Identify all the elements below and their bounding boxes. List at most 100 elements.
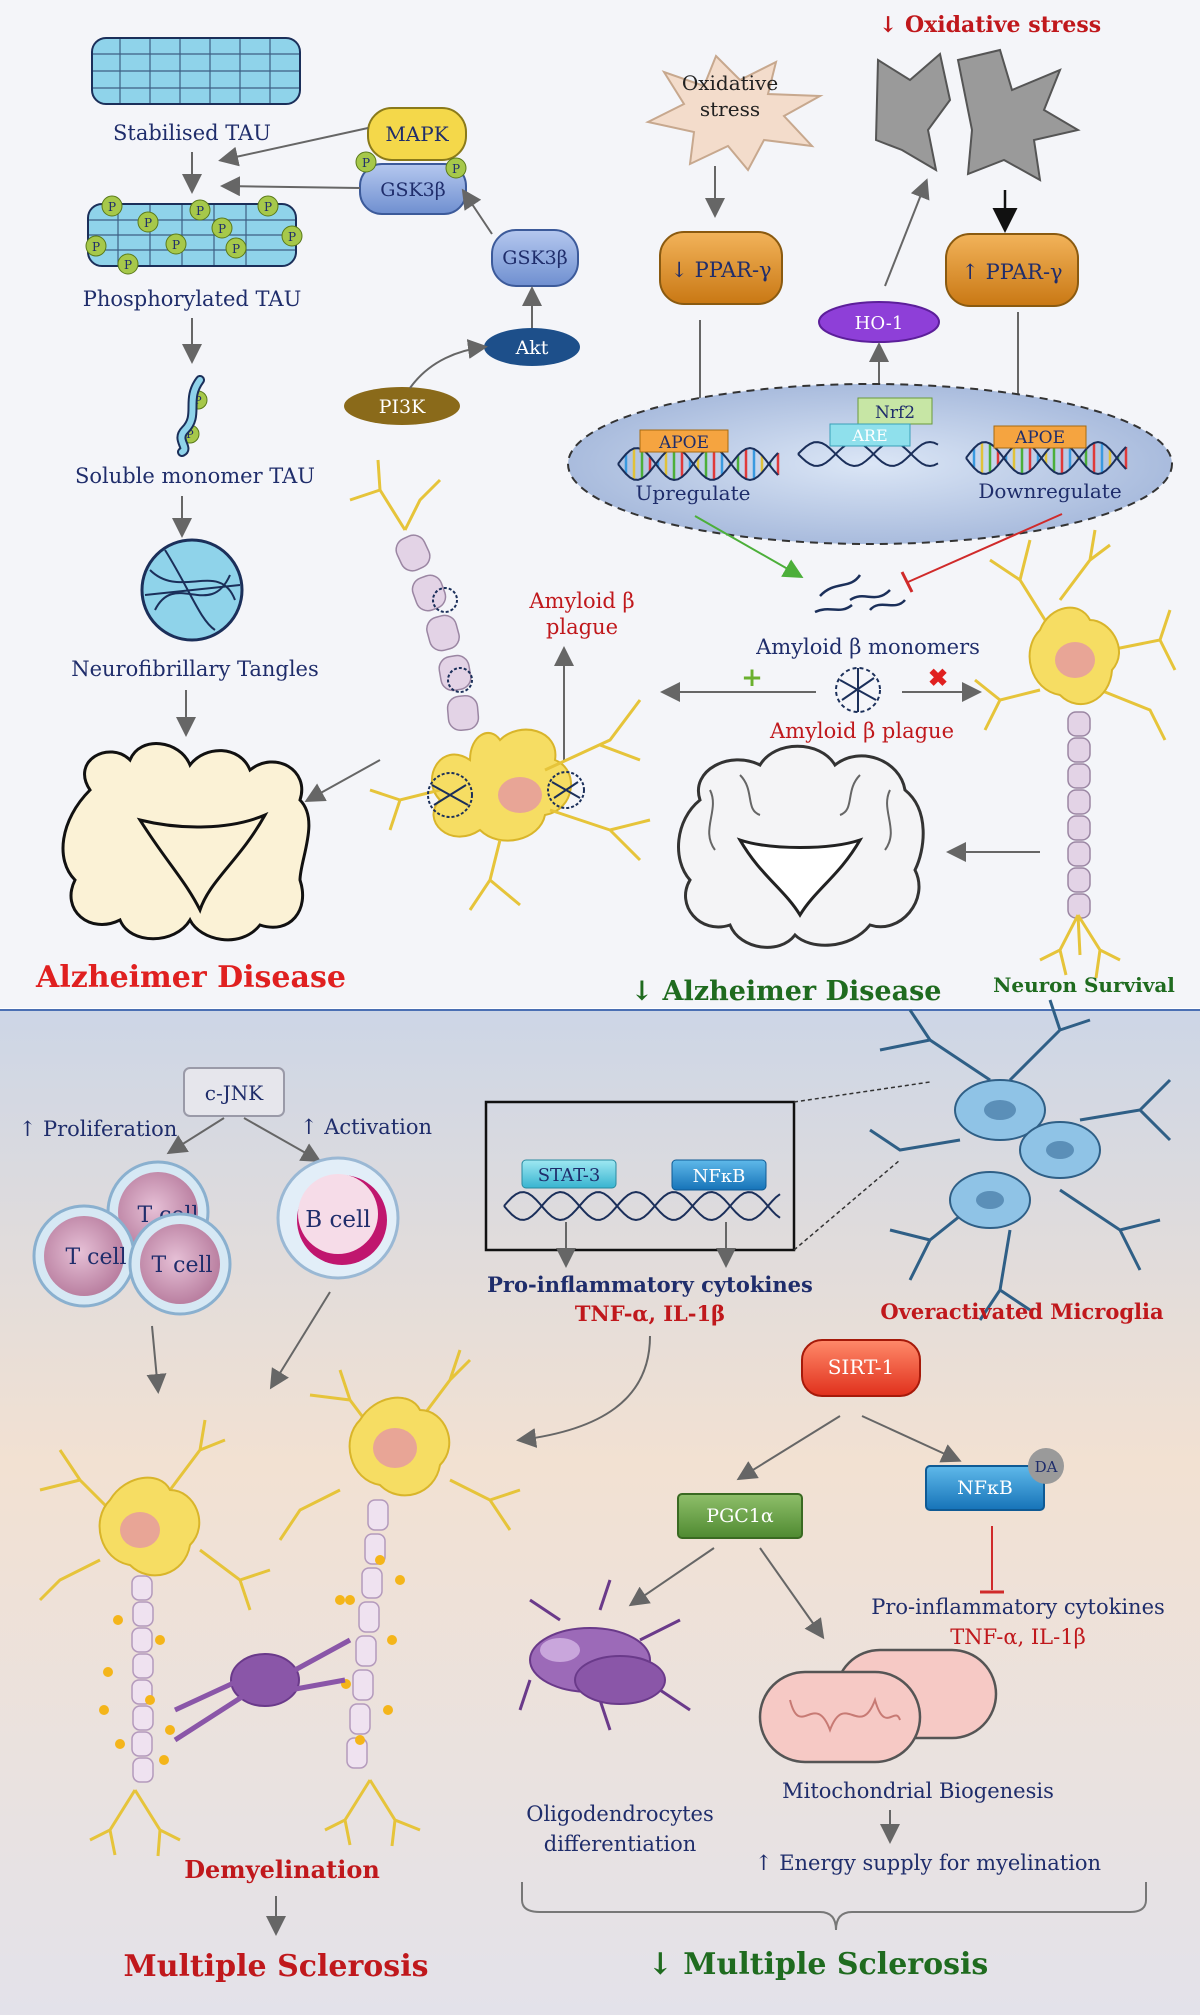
sirt1-pill [801, 1339, 921, 1397]
p-label: P [186, 428, 194, 441]
oligo-label: Oligodendrocytes differentiation [526, 1802, 714, 1856]
p-dot [225, 237, 247, 259]
oligodendrocyte-icon [518, 1579, 691, 1731]
nfkb-label-2: NFκB [957, 1477, 1013, 1499]
cjnk-label: c-JNK [205, 1081, 264, 1105]
p-dot [211, 217, 233, 239]
p-label: P [288, 230, 296, 244]
cjnk-box [183, 1067, 285, 1117]
downregulate-label: Downregulate [978, 479, 1121, 503]
pgc1a-pill [677, 1493, 803, 1539]
p-dot [189, 199, 211, 221]
apoe-box-right [993, 425, 1087, 449]
p-dot [117, 253, 139, 275]
dna-helix-left [617, 446, 780, 482]
ms-label: Multiple Sclerosis [124, 1949, 429, 1984]
alzheimer-down-label: ↓ Alzheimer Disease [631, 976, 942, 1007]
proinflam-label: Pro-inflammatory cytokines [487, 1272, 813, 1297]
healthy-neuron-icon [974, 529, 1177, 979]
akt-label: Akt [515, 337, 549, 359]
oxidative-stress-burst [645, 54, 824, 172]
oxidative-stress-down-label: ↓ Oxidative stress [879, 12, 1101, 38]
are-box [829, 423, 911, 447]
proinflam2-label: Pro-inflammatory cytokines [871, 1595, 1165, 1619]
bcell-label: B cell [305, 1207, 370, 1233]
p-dot [101, 195, 123, 217]
stat3-label: STAT-3 [538, 1165, 601, 1186]
bracket [521, 1882, 1147, 1931]
phosphorylated-tau-label: Phosphorylated TAU [83, 287, 302, 311]
pi3k-pill [344, 387, 460, 425]
ppar-down-pill [659, 231, 783, 305]
p-dot [85, 235, 107, 257]
p-dot [281, 225, 303, 247]
diseased-neuron-icon [349, 459, 651, 911]
mito-label: Mitochondrial Biogenesis [782, 1779, 1054, 1803]
akt-pill [484, 328, 580, 366]
nrf2-box [857, 397, 933, 425]
stat3-pill [521, 1159, 617, 1189]
oxidative-stress-line2: stress [700, 97, 760, 121]
proliferation-label: ↑ Proliferation [19, 1117, 178, 1141]
dna-helix-right [965, 440, 1128, 476]
p-label: P [264, 200, 272, 214]
p-label: P [124, 258, 132, 272]
oligo-line1: Oligodendrocytes [526, 1802, 714, 1826]
gsk3b-label-1: GSK3β [380, 179, 445, 201]
pi3k-label: PI3K [379, 396, 426, 418]
demyelinated-neurons-icon [38, 1349, 521, 1857]
p-label: P [362, 156, 370, 170]
mitochondria-icon [758, 1648, 998, 1764]
p-dot [165, 233, 187, 255]
p-label: P [452, 162, 460, 176]
p-label: P [196, 204, 204, 218]
p-dot [257, 195, 279, 217]
soluble-tau-label: Soluble monomer TAU [75, 464, 315, 488]
mapk-pill [367, 107, 467, 161]
transcription-box [484, 1100, 796, 1252]
microglia-icon [869, 999, 1172, 1321]
p-dot [445, 157, 467, 179]
sirt1-label: SIRT-1 [828, 1355, 895, 1379]
nfkb-pill-1 [671, 1159, 767, 1191]
nrf2-label: Nrf2 [875, 403, 915, 423]
p-label: P [144, 216, 152, 230]
microglia-label: Overactivated Microglia [880, 1299, 1164, 1324]
dna-helix-ms [503, 1190, 781, 1222]
tnf-label: TNF-α, IL-1β [575, 1301, 725, 1326]
tnf2-label: TNF-α, IL-1β [950, 1625, 1085, 1649]
p-dot [355, 151, 377, 173]
da-dot [1028, 1448, 1064, 1484]
gsk3b-label-2: GSK3β [502, 247, 567, 269]
are-label: ARE [851, 426, 887, 445]
plus-icon: + [741, 663, 763, 693]
ppar-down-label: ↓ PPAR-γ [670, 258, 771, 282]
stabilised-tau-label: Stabilised TAU [113, 121, 271, 145]
demyelination-label: Demyelination [184, 1855, 380, 1884]
apoe-box-left [639, 429, 729, 453]
tcell-label-front: T cell [151, 1253, 212, 1278]
alzheimer-label: Alzheimer Disease [35, 960, 346, 995]
ppar-up-pill [945, 233, 1079, 307]
nucleus-ellipse [567, 383, 1173, 545]
apoe-label-left: APOE [658, 433, 709, 453]
p-dot [137, 211, 159, 233]
ho1-label: HO-1 [855, 313, 904, 334]
p-label: P [218, 222, 226, 236]
neuron-survival-label: Neuron Survival [993, 973, 1175, 997]
p-label: P [232, 242, 240, 256]
pgc1a-label: PGC1α [706, 1505, 774, 1527]
activation-label: ↑ Activation [300, 1115, 432, 1139]
amyloid-monomers-icon [814, 574, 906, 614]
amyloid-plague-icon [835, 667, 881, 713]
amyloid-plague-label: Amyloid β plague [769, 719, 954, 743]
nfkb-pill-2 [925, 1465, 1045, 1511]
amyloid-plague-top-line2: plague [546, 615, 618, 639]
oligo-line2: differentiation [544, 1832, 697, 1856]
dna-helix-middle [797, 440, 939, 468]
soluble-tau-icon [176, 375, 205, 457]
